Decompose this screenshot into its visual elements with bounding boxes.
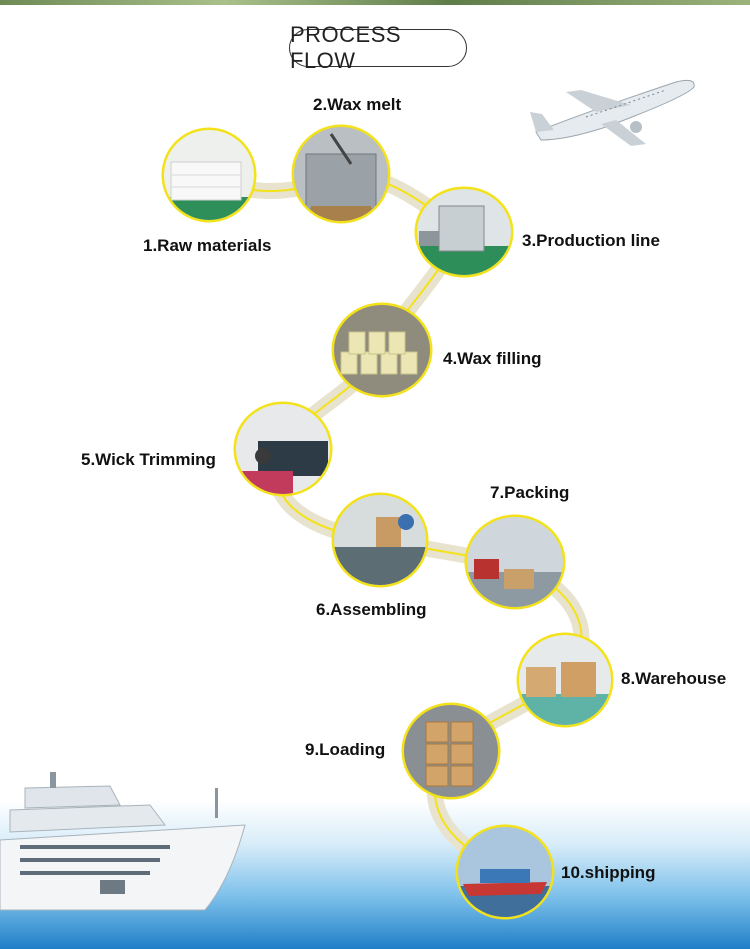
step-label-packing: 7.Packing [490,483,570,502]
step-10-shipping-photo [455,824,555,920]
cruise-ship-icon [0,772,246,911]
step-label-assembling: 6.Assembling [316,600,427,619]
top-foliage-strip [0,0,750,5]
step-label-raw-materials: 1.Raw materials [143,236,272,255]
step-label-production-line: 3.Production line [522,231,660,250]
step-label-loading: 9.Loading [305,740,386,759]
step-7-packing-photo [464,514,566,610]
step-5-wick-trimming-photo [233,401,333,497]
step-8-warehouse-photo [516,632,614,728]
step-3-production-line-photo [414,186,514,278]
step-6-assembling-photo [331,492,429,588]
airplane-icon [530,79,695,146]
step-label-shipping: 10.shipping [561,863,656,882]
page-title: PROCESS FLOW [289,22,467,73]
step-label-wax-filling: 4.Wax filling [443,349,542,368]
step-label-wax-melt: 2.Wax melt [313,95,402,114]
step-4-wax-filling-photo [331,302,433,398]
step-label-wick-trimming: 5.Wick Trimming [81,450,216,469]
step-2-wax-melt-photo [291,124,391,224]
step-1-raw-materials-photo [161,127,257,223]
step-9-loading-photo [401,702,501,800]
step-label-warehouse: 8.Warehouse [621,669,727,688]
